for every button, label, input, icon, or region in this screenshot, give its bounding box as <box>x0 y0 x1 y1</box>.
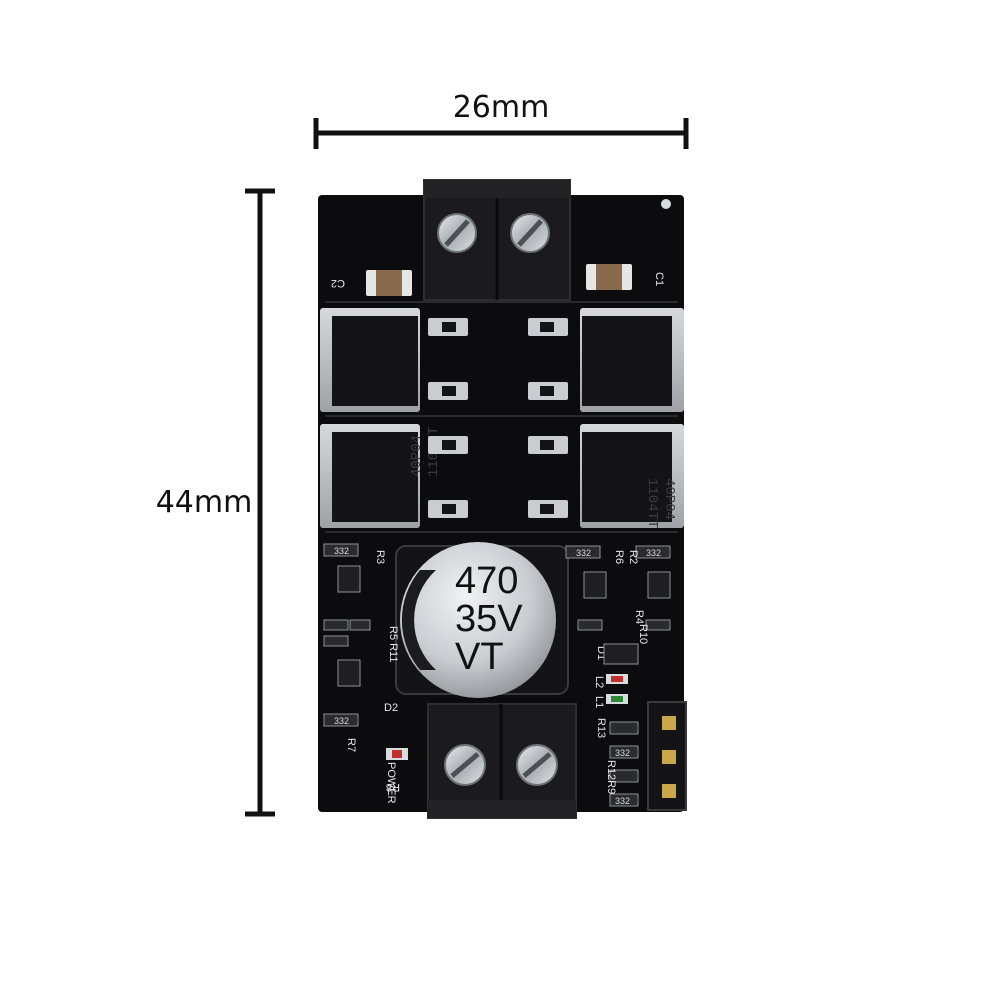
width-label: 26mm <box>453 90 550 125</box>
smd-capacitor-c2: C2 <box>331 270 412 296</box>
screw-icon <box>437 213 477 253</box>
svg-text:R12R9: R12R9 <box>605 760 617 794</box>
svg-text:R5 R11: R5 R11 <box>387 626 399 662</box>
mosfet-marking: 40P04 <box>409 435 425 477</box>
electrolytic-capacitor: 470 35V VT <box>395 542 569 698</box>
screw-icon <box>510 213 550 253</box>
mosfet-top-right <box>580 308 684 412</box>
right-smd-cluster: 332 332 R6 R2 R4 R10 D1 L2 L1 <box>565 545 687 811</box>
svg-text:R10: R10 <box>637 624 649 644</box>
svg-text:332: 332 <box>576 548 591 558</box>
svg-text:D2: D2 <box>384 702 398 714</box>
height-dimension: 44mm <box>156 188 275 817</box>
mosfet-bottom-right: 40P04 1104TT <box>580 424 684 528</box>
svg-text:R4: R4 <box>633 610 645 624</box>
svg-text:R7: R7 <box>345 738 357 752</box>
svg-text:R6: R6 <box>613 550 625 564</box>
power-led-area: D2 POWER R8 <box>384 702 408 804</box>
height-label: 44mm <box>156 485 253 520</box>
svg-text:C1: C1 <box>653 272 665 286</box>
svg-text:332: 332 <box>646 548 661 558</box>
svg-text:332: 332 <box>615 748 630 758</box>
power-label: POWER <box>385 762 397 804</box>
svg-text:C2: C2 <box>331 277 345 289</box>
svg-text:R8: R8 <box>386 781 400 793</box>
mosfet-marking: 40P04 <box>661 478 677 520</box>
screw-icon <box>444 744 486 786</box>
screw-icon <box>516 744 558 786</box>
capacitor-value: 470 <box>455 560 518 602</box>
svg-text:R3: R3 <box>374 550 386 564</box>
smd-capacitor-c1: C1 <box>586 264 665 290</box>
width-dimension: 26mm <box>313 90 689 149</box>
pin-header <box>647 701 687 811</box>
svg-text:R13: R13 <box>595 718 607 738</box>
svg-text:332: 332 <box>615 796 630 806</box>
mounting-hole <box>661 199 671 209</box>
svg-text:332: 332 <box>334 546 349 556</box>
svg-text:R2: R2 <box>627 550 639 564</box>
capacitor-voltage: 35V <box>455 598 523 640</box>
capacitor-series: VT <box>455 636 504 678</box>
svg-text:L1: L1 <box>593 696 605 708</box>
svg-text:L2: L2 <box>593 676 605 688</box>
svg-text:332: 332 <box>334 716 349 726</box>
pcb-board: C2 C1 40P04 1104TT 40P04 1104TT <box>318 179 687 819</box>
mosfet-top-left <box>320 308 420 412</box>
bottom-screw-terminal <box>427 703 577 819</box>
top-screw-terminal <box>423 179 571 301</box>
left-smd-cluster: 332 332 R3 R5 R11 R7 <box>323 543 399 752</box>
mosfet-marking: 1104TT <box>644 478 660 528</box>
